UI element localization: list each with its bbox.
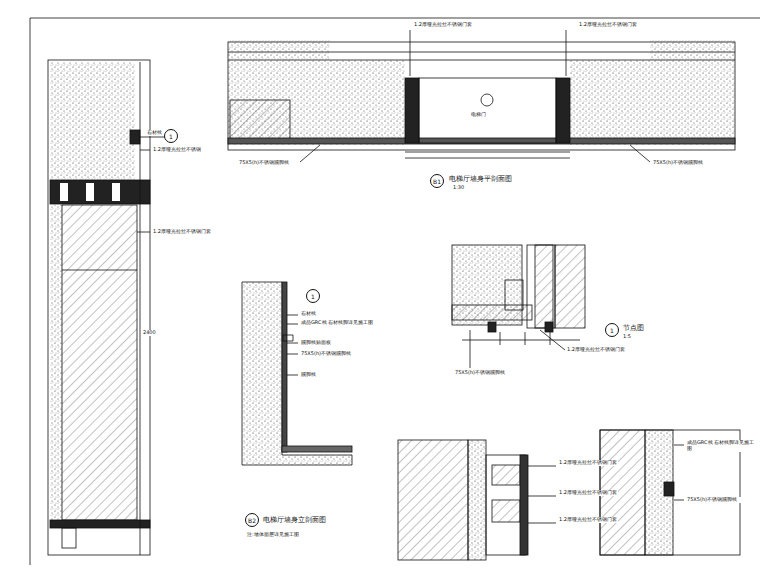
- drawing-label: 75X5(h)不锈钢踢脚线: [652, 160, 704, 166]
- drawing-label: 75X5(h)不锈钢踢脚线: [300, 351, 352, 357]
- drawing-label: 1.2厚哑光拉丝不锈钢门套: [558, 490, 618, 496]
- drawing-label: 1.2厚哑光拉丝不锈钢门套: [152, 229, 212, 235]
- bubble-text: B2: [248, 517, 256, 524]
- drawing-label: 踢脚线: [300, 372, 317, 378]
- bubble-text: 1: [169, 133, 173, 140]
- drawing-label: 电梯厅墙身立剖面图: [262, 517, 327, 524]
- drawing-label: 75X5(h)不锈钢踢脚线: [686, 497, 756, 503]
- drawing-label: 注:墙体面层详见施工图: [246, 532, 300, 538]
- drawing-label: 1:30: [452, 185, 465, 191]
- drawing-label: 1:5: [622, 334, 632, 340]
- section-bubble: 1: [605, 323, 619, 337]
- section-bubble: B2: [245, 513, 259, 527]
- drawing-label: 石材线: [146, 130, 163, 136]
- drawing-label: 1.2厚哑光拉丝不锈钢门套: [566, 347, 626, 353]
- drawing-label: 1.2厚哑光拉丝不锈钢门套: [558, 517, 618, 523]
- drawing-label: 1.2厚哑光拉丝不锈钢门套: [413, 22, 473, 28]
- section-bubble: 1: [306, 289, 320, 303]
- drawing-label: 75X5(h)不锈钢踢脚线: [238, 160, 290, 166]
- drawing-label: 节点图: [622, 325, 645, 332]
- drawing-label: 成品GRC线 石材线脚详见施工图: [300, 320, 374, 326]
- drawing-label: 电梯厅墙身平剖面图: [448, 176, 513, 183]
- drawing-label: 75X5(h)不锈钢踢脚线: [454, 370, 506, 376]
- drawing-label: 石材线: [300, 311, 317, 317]
- drawing-label: 1.2厚哑光拉丝不锈钢门套: [578, 22, 638, 28]
- drawing-label: 1.2厚哑光拉丝不锈钢: [152, 147, 202, 153]
- section-bubble: 1: [164, 129, 178, 143]
- drawing-label: 成品GRC线 石材线脚详见施工图: [686, 440, 756, 452]
- bubble-text: 1: [311, 293, 315, 300]
- drawing-label: 电梯门: [470, 112, 487, 118]
- bubble-text: B1: [433, 178, 441, 185]
- bubble-text: 1: [610, 327, 614, 334]
- section-bubble: B1: [430, 174, 444, 188]
- drawing-label: 1.2厚哑光拉丝不锈钢门套: [558, 460, 618, 466]
- drawing-label: 踢脚线贴面板: [300, 340, 332, 346]
- drawing-label: 2400: [142, 330, 157, 336]
